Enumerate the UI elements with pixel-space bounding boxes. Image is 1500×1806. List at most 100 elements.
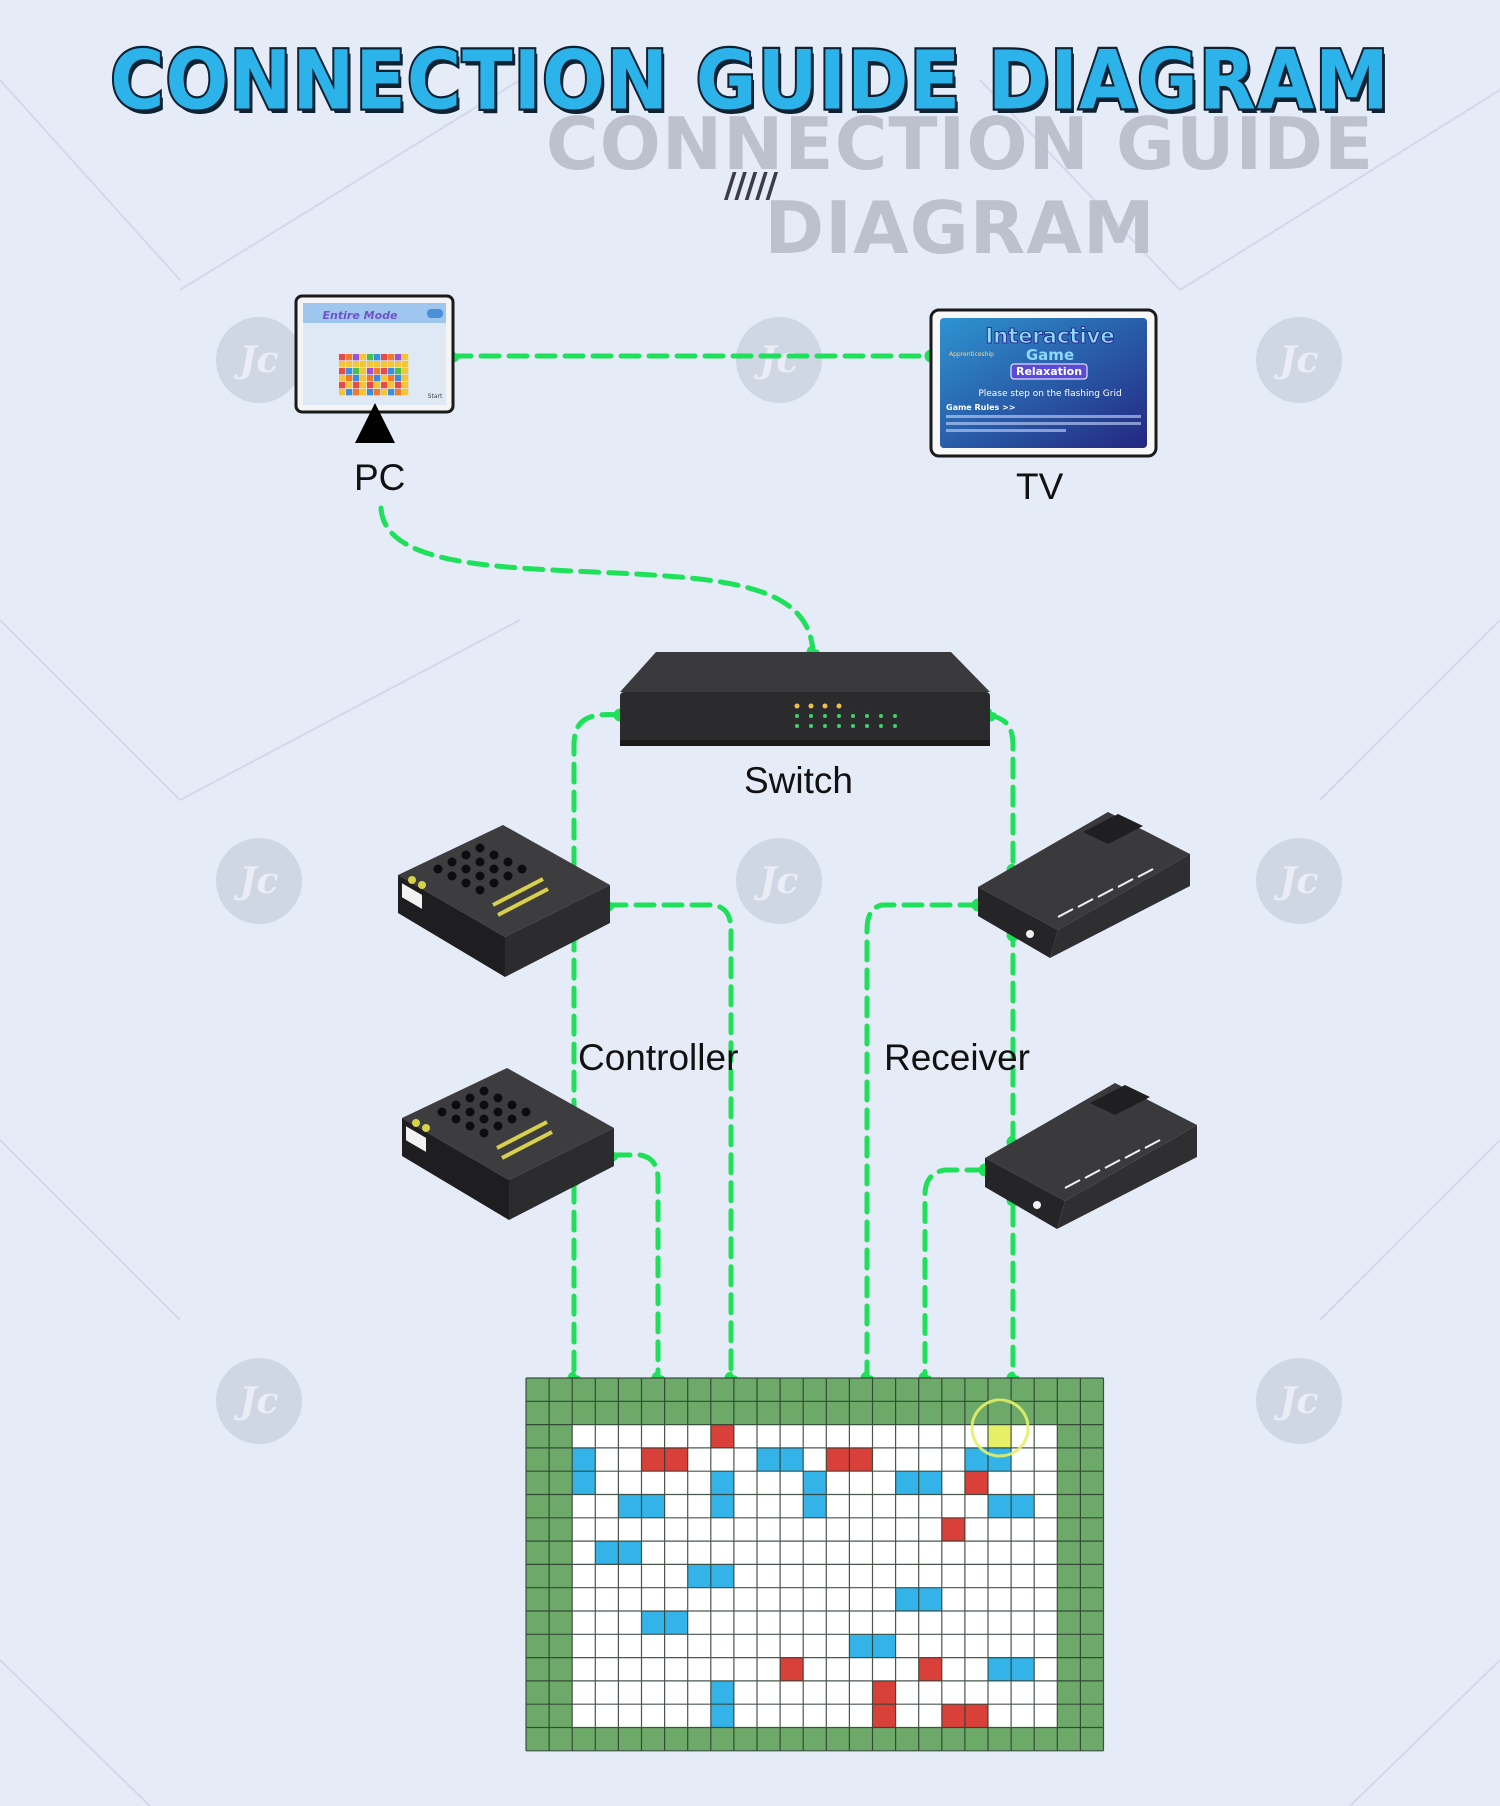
page-title: CONNECTION GUIDE DIAGRAM — [108, 32, 1391, 131]
controller-knob — [507, 1100, 517, 1110]
grid-tile-blue — [687, 1564, 711, 1588]
pc-screen-block — [346, 354, 353, 361]
grid-tile-blue — [757, 1447, 781, 1472]
controller-knob — [479, 1114, 489, 1124]
pc-screen-block — [339, 361, 346, 368]
pc-screen-block — [381, 375, 388, 382]
pc-screen-block — [381, 354, 388, 361]
controller-knob — [451, 1100, 461, 1110]
watermark-logo: Jc — [1256, 838, 1342, 924]
grid-tile-red — [780, 1657, 804, 1681]
controller-knob — [465, 1107, 475, 1117]
switch-port-led — [865, 724, 869, 728]
switch-port-led — [809, 714, 813, 718]
controller-knob — [479, 1128, 489, 1138]
switch-led — [878, 703, 884, 709]
pc-screen-block — [402, 382, 409, 389]
pc-screen-block — [346, 368, 353, 375]
switch-led — [822, 703, 828, 709]
pc-screen-block — [367, 375, 374, 382]
switch-label: Switch — [744, 760, 853, 801]
watermark-logo: Jc — [216, 838, 302, 924]
switch-port-led — [865, 714, 869, 718]
grid-tile-blue — [710, 1471, 734, 1495]
controller-knob — [475, 857, 485, 867]
tv-screen-mode: Relaxation — [1016, 365, 1082, 378]
pc-screen-block — [360, 354, 367, 361]
pc-screen-block — [339, 368, 346, 375]
pc-screen-block — [367, 354, 374, 361]
pc-screen-block — [374, 389, 381, 396]
controller-knob — [451, 1114, 461, 1124]
controller-knob — [507, 1114, 517, 1124]
title-shadow: CONNECTION GUIDE DIAGRAM — [545, 102, 1375, 270]
grid-tile-red — [941, 1704, 965, 1728]
pc-screen-block — [402, 375, 409, 382]
watermark-logo: Jc — [216, 317, 302, 403]
wire-pc-switch — [378, 505, 816, 655]
switch-port-led — [879, 724, 883, 728]
controller-knob — [437, 1107, 447, 1117]
switch-port-led — [837, 714, 841, 718]
pc-screen-title: Entire Mode — [323, 309, 398, 322]
controller-knob — [461, 864, 471, 874]
grid-tile-blue — [803, 1471, 827, 1495]
grid-tile-blue — [641, 1494, 665, 1518]
grid-tile-red — [964, 1704, 988, 1728]
grid-tile-blue — [1011, 1494, 1035, 1518]
controller-knob — [475, 885, 485, 895]
grid-tile-blue — [918, 1587, 942, 1611]
controller-knob — [461, 850, 471, 860]
grid-tile-blue — [895, 1587, 919, 1611]
grid-tile-red — [918, 1657, 942, 1681]
controller-knob — [447, 857, 457, 867]
pc-screen-block — [367, 382, 374, 389]
grid-tile-blue — [641, 1611, 665, 1635]
pc-screen-block — [395, 375, 402, 382]
controller-knob — [465, 1121, 475, 1131]
switch-led — [836, 703, 842, 709]
controller-knob — [479, 1100, 489, 1110]
pc-screen-block — [360, 361, 367, 368]
pc-screen-block — [346, 389, 353, 396]
switch-port-led — [795, 724, 799, 728]
controller-knob — [465, 1093, 475, 1103]
controller-knob — [503, 857, 513, 867]
tv-screen-rules: Game Rules >> — [946, 403, 1016, 412]
switch-led — [808, 703, 814, 709]
watermark-logo: Jc — [1256, 317, 1342, 403]
switch-led — [794, 703, 800, 709]
grid-tile-blue — [988, 1494, 1012, 1518]
grid-tile-blue — [1011, 1657, 1035, 1681]
pc-screen-block — [388, 361, 395, 368]
pc-screen-block — [395, 368, 402, 375]
grid-tile-blue — [618, 1494, 642, 1518]
pc-screen-block — [374, 375, 381, 382]
pc-screen-block — [339, 389, 346, 396]
grid-tile-blue — [895, 1471, 919, 1495]
switch-led — [864, 703, 870, 709]
watermark-logo: Jc — [1256, 1358, 1342, 1444]
pc-screen-block — [374, 361, 381, 368]
pc-screen-block — [388, 354, 395, 361]
pc-screen-block — [353, 361, 360, 368]
controller-knob — [521, 1107, 531, 1117]
switch-port-led — [851, 724, 855, 728]
receiver-box-1 — [978, 812, 1190, 958]
pc-stand-icon — [355, 403, 395, 443]
grid-tile-blue — [964, 1447, 988, 1472]
wire-controller2-grid — [609, 1152, 661, 1381]
controller-knob — [475, 871, 485, 881]
controller-label: Controller — [578, 1037, 739, 1078]
switch-port-led — [851, 714, 855, 718]
pc-screen-block — [353, 368, 360, 375]
pc-screen-block — [339, 382, 346, 389]
grid-tile-red — [641, 1447, 665, 1472]
wire-receiver2-grid — [922, 1167, 988, 1381]
grid-tile-blue — [618, 1541, 642, 1565]
controller-knob — [475, 843, 485, 853]
